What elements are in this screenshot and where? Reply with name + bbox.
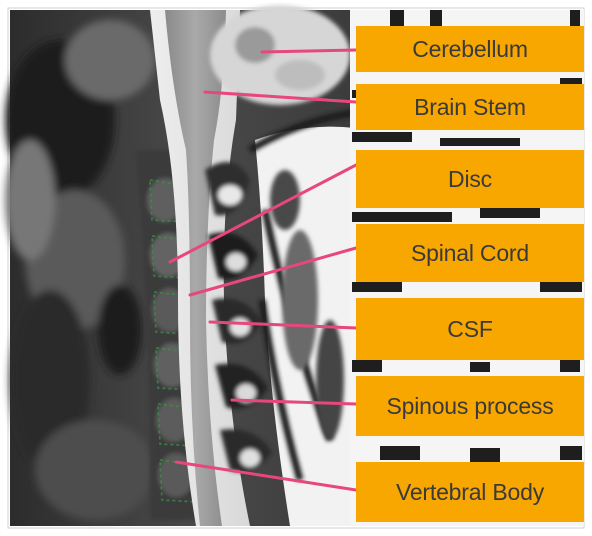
label-disc-text: Disc [448, 168, 492, 191]
label-disc: Disc [356, 150, 584, 208]
label-spinal-cord: Spinal Cord [356, 224, 584, 282]
label-vertebral-body-text: Vertebral Body [396, 481, 544, 504]
label-spinous-process: Spinous process [356, 376, 584, 436]
label-csf-text: CSF [447, 318, 492, 341]
label-spinous-process-text: Spinous process [386, 395, 553, 418]
label-brain-stem-text: Brain Stem [414, 96, 526, 119]
label-spinal-cord-text: Spinal Cord [411, 242, 529, 265]
label-vertebral-body: Vertebral Body [356, 462, 584, 522]
label-brain-stem: Brain Stem [356, 84, 584, 130]
label-cerebellum: Cerebellum [356, 26, 584, 72]
label-csf: CSF [356, 298, 584, 360]
label-cerebellum-text: Cerebellum [412, 38, 528, 61]
